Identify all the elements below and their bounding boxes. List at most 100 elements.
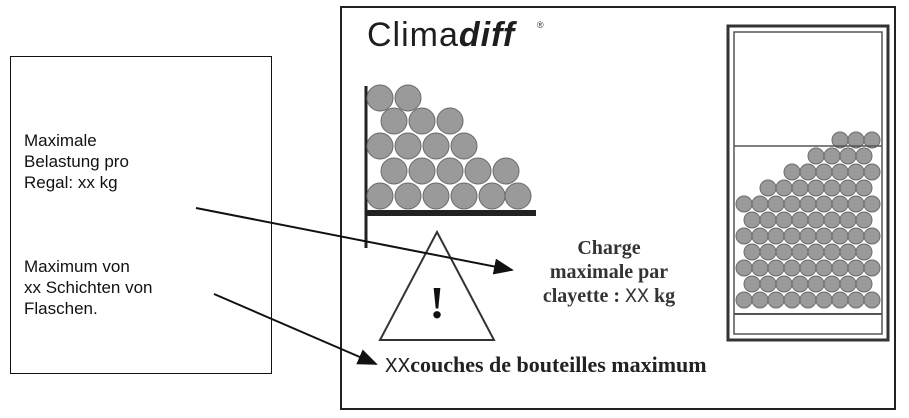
bottle-icon: [847, 195, 865, 213]
bottle-icon: [783, 291, 801, 309]
bottle-icon: [759, 275, 777, 293]
bottle-icon: [847, 163, 865, 181]
bottle-icon: [783, 227, 801, 245]
bottle-icon: [807, 211, 825, 229]
bottle-icon: [751, 227, 769, 245]
bottle-icon: [863, 131, 881, 149]
french-load-caption: Charge maximale par clayette :: [542, 237, 669, 307]
arrow-max-layers: [213, 293, 378, 365]
bottle-icon: [366, 182, 394, 210]
bottle-icon: [783, 259, 801, 277]
bottle-icon: [735, 195, 753, 213]
bottle-icon: [847, 259, 865, 277]
bottle-icon: [799, 259, 817, 277]
bottle-icon: [855, 211, 873, 229]
bottle-icon: [831, 163, 849, 181]
cabinet-inner: [733, 31, 883, 335]
bottle-icon: [366, 132, 394, 160]
bottle-icon: [436, 107, 464, 135]
arrow-max-load: [195, 207, 514, 275]
bottle-icon: [855, 179, 873, 197]
bottle-icon: [775, 179, 793, 197]
bottle-icon: [815, 291, 833, 309]
bottle-icon: [863, 195, 881, 213]
german-max-layers-text: Maximum von xx Schichten von Flaschen.: [24, 257, 153, 318]
bottle-icon: [863, 259, 881, 277]
french-load-unit: kg: [649, 285, 676, 307]
bottle-icon: [422, 182, 450, 210]
bottle-icon: [751, 195, 769, 213]
bottle-icon: [807, 275, 825, 293]
bottle-icon: [831, 259, 849, 277]
bottle-icon: [478, 182, 506, 210]
bottle-icon: [831, 291, 849, 309]
bottle-icon: [823, 211, 841, 229]
bottle-icon: [791, 275, 809, 293]
bottle-icon: [831, 227, 849, 245]
bottle-icon: [807, 179, 825, 197]
bottle-icon: [767, 259, 785, 277]
shelf-bottle-stack-icon: [364, 84, 536, 248]
bottle-icon: [807, 243, 825, 261]
french-layers-caption: couches de bouteilles maximum: [410, 352, 707, 377]
bottle-icon: [394, 132, 422, 160]
bottle-icon: [791, 243, 809, 261]
registered-mark: ®: [537, 20, 544, 30]
bottle-icon: [847, 227, 865, 245]
bottle-icon: [791, 179, 809, 197]
bottle-icon: [366, 84, 394, 112]
french-max-load-text: Charge maximale par clayette : XX kg: [498, 236, 720, 310]
bottle-icon: [450, 132, 478, 160]
bottle-icon: [815, 195, 833, 213]
bottle-icon: [775, 243, 793, 261]
bottle-icon: [380, 157, 408, 185]
bottle-icon: [394, 84, 422, 112]
bottle-icon: [799, 291, 817, 309]
shelf-board: [366, 210, 536, 216]
bottle-icon: [394, 182, 422, 210]
bottle-icon: [767, 195, 785, 213]
brand-logo: Climadiff: [367, 16, 515, 55]
bottle-icon: [408, 107, 436, 135]
bottle-icon: [839, 179, 857, 197]
bottle-icon: [839, 275, 857, 293]
brand-prefix: Clima: [367, 16, 459, 54]
bottle-icon: [855, 243, 873, 261]
bottle-icon: [743, 275, 761, 293]
bottle-icon: [775, 211, 793, 229]
bottle-icon: [863, 291, 881, 309]
bottle-icon: [839, 243, 857, 261]
bottle-icon: [863, 227, 881, 245]
french-load-value: XX: [625, 286, 650, 309]
bottle-icon: [767, 291, 785, 309]
bottle-icon: [815, 227, 833, 245]
bottle-icon: [759, 211, 777, 229]
french-max-layers-text: XXcouches de bouteilles maximum: [385, 352, 707, 379]
bottle-icon: [807, 147, 825, 165]
warning-exclamation: !: [429, 277, 444, 328]
bottle-icon: [735, 291, 753, 309]
bottle-icon: [823, 147, 841, 165]
bottle-icon: [743, 243, 761, 261]
bottle-icon: [464, 157, 492, 185]
bottle-icon: [783, 163, 801, 181]
bottle-icon: [815, 163, 833, 181]
bottle-icon: [839, 211, 857, 229]
bottle-icon: [775, 275, 793, 293]
bottle-icon: [759, 179, 777, 197]
french-layers-value: XX: [385, 356, 411, 379]
bottle-icon: [743, 211, 761, 229]
bottle-icon: [831, 195, 849, 213]
bottle-icon: [823, 179, 841, 197]
bottle-icon: [815, 259, 833, 277]
bottle-icon: [422, 132, 450, 160]
bottle-icon: [823, 243, 841, 261]
bottle-icon: [408, 157, 436, 185]
bottle-icon: [863, 163, 881, 181]
bottle-icon: [751, 291, 769, 309]
bottle-icon: [735, 227, 753, 245]
bottle-icon: [855, 147, 873, 165]
bottle-icon: [492, 157, 520, 185]
bottle-icon: [799, 163, 817, 181]
